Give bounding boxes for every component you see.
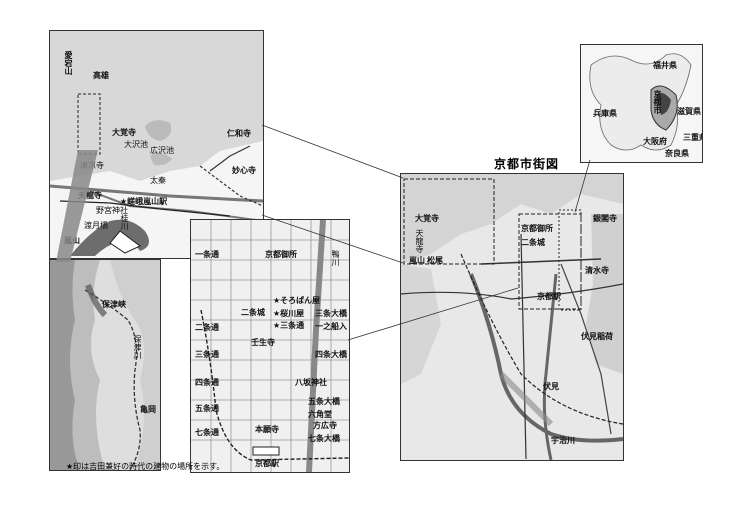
label-ninnaji: 仁和寺 — [227, 129, 251, 138]
label-atago: 愛宕山 — [64, 51, 73, 75]
label-hozugawa: 保津川 — [133, 335, 142, 359]
label-fushimi-inari: 伏見稲荷 — [581, 332, 613, 341]
label-hyogo: 兵庫県 — [593, 109, 617, 118]
label-hirosawa: 広沢池 — [150, 146, 174, 155]
label-ujigawa: 宇治川 — [551, 436, 575, 445]
label-hozukyo: 保津峡 — [102, 300, 126, 309]
label-katsura: 桂川 — [120, 214, 129, 230]
label-daikakuji-main: 大覚寺 — [415, 214, 439, 223]
label-gosho-center: 京都御所 — [265, 250, 297, 259]
label-kyotoeki-center: 京都駅 — [255, 459, 279, 468]
label-ginkakuji: 銀閣寺 — [593, 214, 617, 223]
label-nonomiya: 野宮神社 — [96, 206, 128, 215]
label-nijo: 二条通 — [195, 323, 219, 332]
label-kiyomizu: 清水寺 — [585, 266, 609, 275]
label-ichinofunairi: 一之船入 — [315, 322, 347, 331]
label-kawaramachi: ★三条通 — [273, 321, 305, 330]
label-shiga: 滋賀県 — [677, 107, 701, 116]
label-daikakuji-west: 大覚寺 — [112, 128, 136, 137]
label-osawa: 大沢池 — [124, 140, 148, 149]
label-kamogawa: 鴨川 — [331, 250, 340, 266]
main-map-title: 京都市街図 — [494, 157, 560, 171]
label-shichijo-ohashi: 七条大橋 — [308, 434, 340, 443]
label-seiryoji: 清凉寺 — [80, 161, 104, 170]
label-ichijo: 一条通 — [195, 250, 219, 259]
label-kameoka: 亀岡 — [140, 405, 156, 414]
label-yasaka: 八坂神社 — [295, 378, 327, 387]
hozu-gorge-map: 保津峡 保津川 亀岡 — [49, 259, 161, 471]
label-osaka: 大阪府 — [643, 137, 667, 146]
main-city-map: 大覚寺 天龍寺 嵐山 松尾 京都御所 二条城 銀閣寺 清水寺 京都駅 伏見稲荷 … — [400, 173, 624, 461]
label-gojo: 五条通 — [195, 404, 219, 413]
label-sanjo-ohashi: 三条大橋 — [315, 309, 347, 318]
label-uzumasa: 太秦 — [150, 176, 166, 185]
central-city-map: 一条通 京都御所 ★そろばん屋 二条城 ★桜川屋 二条通 ★三条通 三条大橋 一… — [190, 219, 350, 473]
label-saga-station: ★嵯峨嵐山駅 — [120, 197, 168, 206]
label-shichijo: 七条通 — [195, 428, 219, 437]
hozu-terrain — [50, 260, 160, 470]
region-outline — [581, 45, 702, 162]
label-nara: 奈良県 — [665, 149, 689, 158]
label-sakuragawa: ★桜川屋 — [273, 309, 305, 318]
label-rokkaku: 六角堂 — [308, 410, 332, 419]
label-kyotoeki-main: 京都駅 — [537, 292, 561, 301]
label-tenryuji-west: 天龍寺 — [78, 191, 102, 200]
label-sanjo: 三条通 — [195, 350, 219, 359]
footnote: ★印は吉田兼好の時代の建物の場所を示す。 — [66, 462, 225, 471]
label-tofukuji: 方広寺 — [313, 421, 337, 430]
label-arashiyama-main: 嵐山 — [409, 256, 425, 265]
label-mie: 三重県 — [683, 133, 702, 142]
label-gojo-ohashi: 五条大橋 — [308, 397, 340, 406]
label-togetsukyo: 渡月橋 — [84, 221, 108, 230]
label-arashiyama-west: 嵐山 — [64, 236, 80, 245]
label-gosho-main: 京都御所 — [521, 224, 553, 233]
label-fukui: 福井県 — [653, 61, 677, 70]
label-nijojo-main: 二条城 — [521, 238, 545, 247]
label-tenryuji-main: 天龍寺 — [415, 229, 424, 253]
label-sorobanya: ★そろばん屋 — [273, 296, 321, 305]
label-myoshinji: 妙心寺 — [232, 166, 256, 175]
region-map: 福井県 兵庫県 京都市 滋賀県 大阪府 三重県 奈良県 — [580, 44, 703, 163]
label-matsuo: 松尾 — [427, 256, 443, 265]
label-nijojo-center: 二条城 — [241, 308, 265, 317]
label-shijo: 四条通 — [195, 378, 219, 387]
label-takao: 高雄 — [93, 71, 109, 80]
label-kyoto-region: 京都市 — [653, 90, 662, 114]
label-shijo-ohashi: 四条大橋 — [315, 350, 347, 359]
label-mibu: 壬生寺 — [251, 338, 275, 347]
label-hongwanji: 本願寺 — [255, 425, 279, 434]
label-fushimi: 伏見 — [543, 382, 559, 391]
